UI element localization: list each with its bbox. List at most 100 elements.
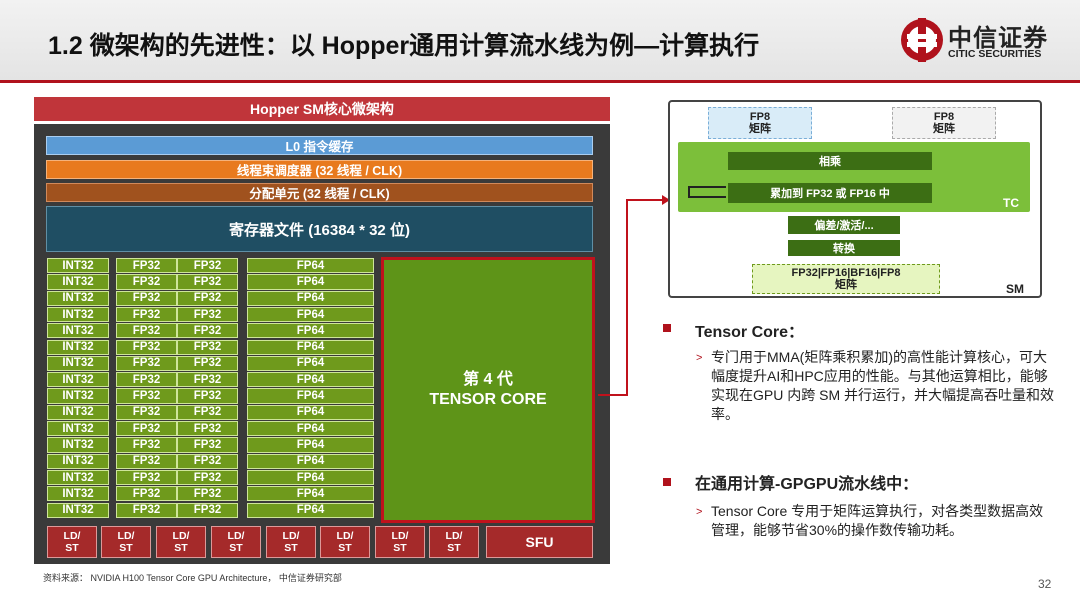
ldst-unit: LD/ST [47,526,97,558]
fp8-matrix-b: FP8 矩阵 [892,107,996,139]
ldst-label-line2: ST [174,542,188,554]
bullet-body-tensor-core: 专门用于MMA(矩阵乘积累加)的高性能计算核心，可大幅度提升AI和HPC应用的性… [711,349,1055,422]
register-file: 寄存器文件 (16384 * 32 位) [46,206,593,252]
fp64-unit: FP64 [247,437,374,453]
ldst-label-line1: LD/ [117,530,135,542]
ldst-label-line2: ST [65,542,79,554]
fp8-matrix-a: FP8 矩阵 [708,107,812,139]
ldst-label-line1: LD/ [445,530,463,542]
tc-label: TC [1003,196,1019,210]
bullet-marker [663,478,671,486]
ldst-unit: LD/ST [429,526,479,558]
int32-unit: INT32 [47,404,109,420]
logo-text-cn: 中信证券 [948,23,1048,52]
ldst-label-line1: LD/ [227,530,245,542]
sm-diagram-header: Hopper SM核心微架构 [34,97,610,121]
bullet-marker [663,324,671,332]
tensor-core-dataflow-diagram: FP8 矩阵 FP8 矩阵 相乘 累加到 FP32 或 FP16 中 TC 偏差… [668,100,1042,298]
fp32-unit: FP32 [177,355,238,372]
citic-logo: 中信证券 CITIC SECURITIES [898,16,1048,64]
fp32-unit: FP32 [177,486,238,502]
fp32-unit: FP32 [177,502,238,518]
int32-unit: INT32 [47,290,109,306]
page-number: 32 [1038,577,1052,591]
fp32-unit: FP32 [177,290,238,306]
fp32-unit: FP32 [116,306,177,323]
dispatch-unit: 分配单元 (32 线程 / CLK) [46,183,593,202]
fp32-unit: FP32 [116,469,177,486]
fp64-unit: FP64 [247,404,374,420]
fp32-unit: FP32 [177,339,238,355]
fp64-unit: FP64 [247,502,374,518]
fp32-unit: FP32 [116,502,177,518]
fp64-unit: FP64 [247,355,374,372]
fp32-unit: FP32 [177,274,238,290]
tensor-core-block: 第 4 代 TENSOR CORE [381,257,595,523]
int32-unit: INT32 [47,323,109,339]
ldst-label-line1: LD/ [63,530,81,542]
sub-bullet-arrow-icon: > [696,352,703,364]
ldst-unit: LD/ST [266,526,316,558]
fp32-unit: FP32 [116,323,177,339]
fp64-unit: FP64 [247,486,374,502]
int32-unit: INT32 [47,469,109,486]
convert-stage: 转换 [788,240,900,256]
fp32-unit: FP32 [116,372,177,388]
fp32-unit: FP32 [177,388,238,404]
tensor-core-label: TENSOR CORE [429,391,547,408]
int32-unit: INT32 [47,339,109,355]
l0-instruction-cache: L0 指令缓存 [46,136,593,155]
ldst-label-line1: LD/ [172,530,190,542]
fp64-unit: FP64 [247,469,374,486]
int32-unit: INT32 [47,274,109,290]
fp64-unit: FP64 [247,290,374,306]
connector-arrow [598,195,670,396]
ldst-label-line2: ST [119,542,133,554]
ldst-label-line1: LD/ [282,530,300,542]
header-divider [0,80,1080,83]
ldst-unit: LD/ST [320,526,370,558]
int32-unit: INT32 [47,421,109,437]
fp32-unit: FP32 [177,469,238,486]
ldst-unit: LD/ST [156,526,206,558]
bullet-heading-gpgpu: 在通用计算-GPGPU流水线中： [695,476,919,493]
warp-scheduler: 线程束调度器 (32 线程 / CLK) [46,160,593,179]
logo-text-en: CITIC SECURITIES [948,48,1042,60]
fp64-unit: FP64 [247,372,374,388]
fp32-unit: FP32 [177,258,238,274]
fp64-unit: FP64 [247,421,374,437]
ldst-unit: LD/ST [375,526,425,558]
fp32-unit: FP32 [116,355,177,372]
ldst-label-line2: ST [229,542,243,554]
int32-unit: INT32 [47,486,109,502]
page-title: 1.2 微架构的先进性：以 Hopper通用计算流水线为例—计算执行 [48,32,760,60]
bias-activation-stage: 偏差/激活/... [788,216,900,234]
int32-unit: INT32 [47,306,109,323]
fp64-unit: FP64 [247,274,374,290]
accumulate-loop-arrow [688,186,726,198]
int32-unit: INT32 [47,388,109,404]
fp32-unit: FP32 [177,404,238,420]
fp64-unit: FP64 [247,453,374,469]
fp64-unit: FP64 [247,388,374,404]
fp32-unit: FP32 [116,404,177,420]
fp32-unit: FP32 [177,372,238,388]
fp64-unit: FP64 [247,258,374,274]
ldst-label-line1: LD/ [391,530,409,542]
fp32-unit: FP32 [177,323,238,339]
tensor-core-generation: 第 4 代 [463,371,513,388]
int32-unit: INT32 [47,355,109,372]
fp32-unit: FP32 [116,421,177,437]
int32-unit: INT32 [47,502,109,518]
fp32-unit: FP32 [116,388,177,404]
ldst-unit: LD/ST [101,526,151,558]
fp32-unit: FP32 [116,453,177,469]
sub-bullet-arrow-icon: > [696,506,703,518]
fp32-unit: FP32 [177,421,238,437]
sm-label: SM [1006,282,1024,296]
bullet-heading-tensor-core: Tensor Core： [695,324,805,341]
int32-unit: INT32 [47,437,109,453]
accumulate-stage: 累加到 FP32 或 FP16 中 [728,183,932,203]
output-matrix: FP32|FP16|BF16|FP8 矩阵 [752,264,940,294]
ldst-label-line2: ST [284,542,298,554]
